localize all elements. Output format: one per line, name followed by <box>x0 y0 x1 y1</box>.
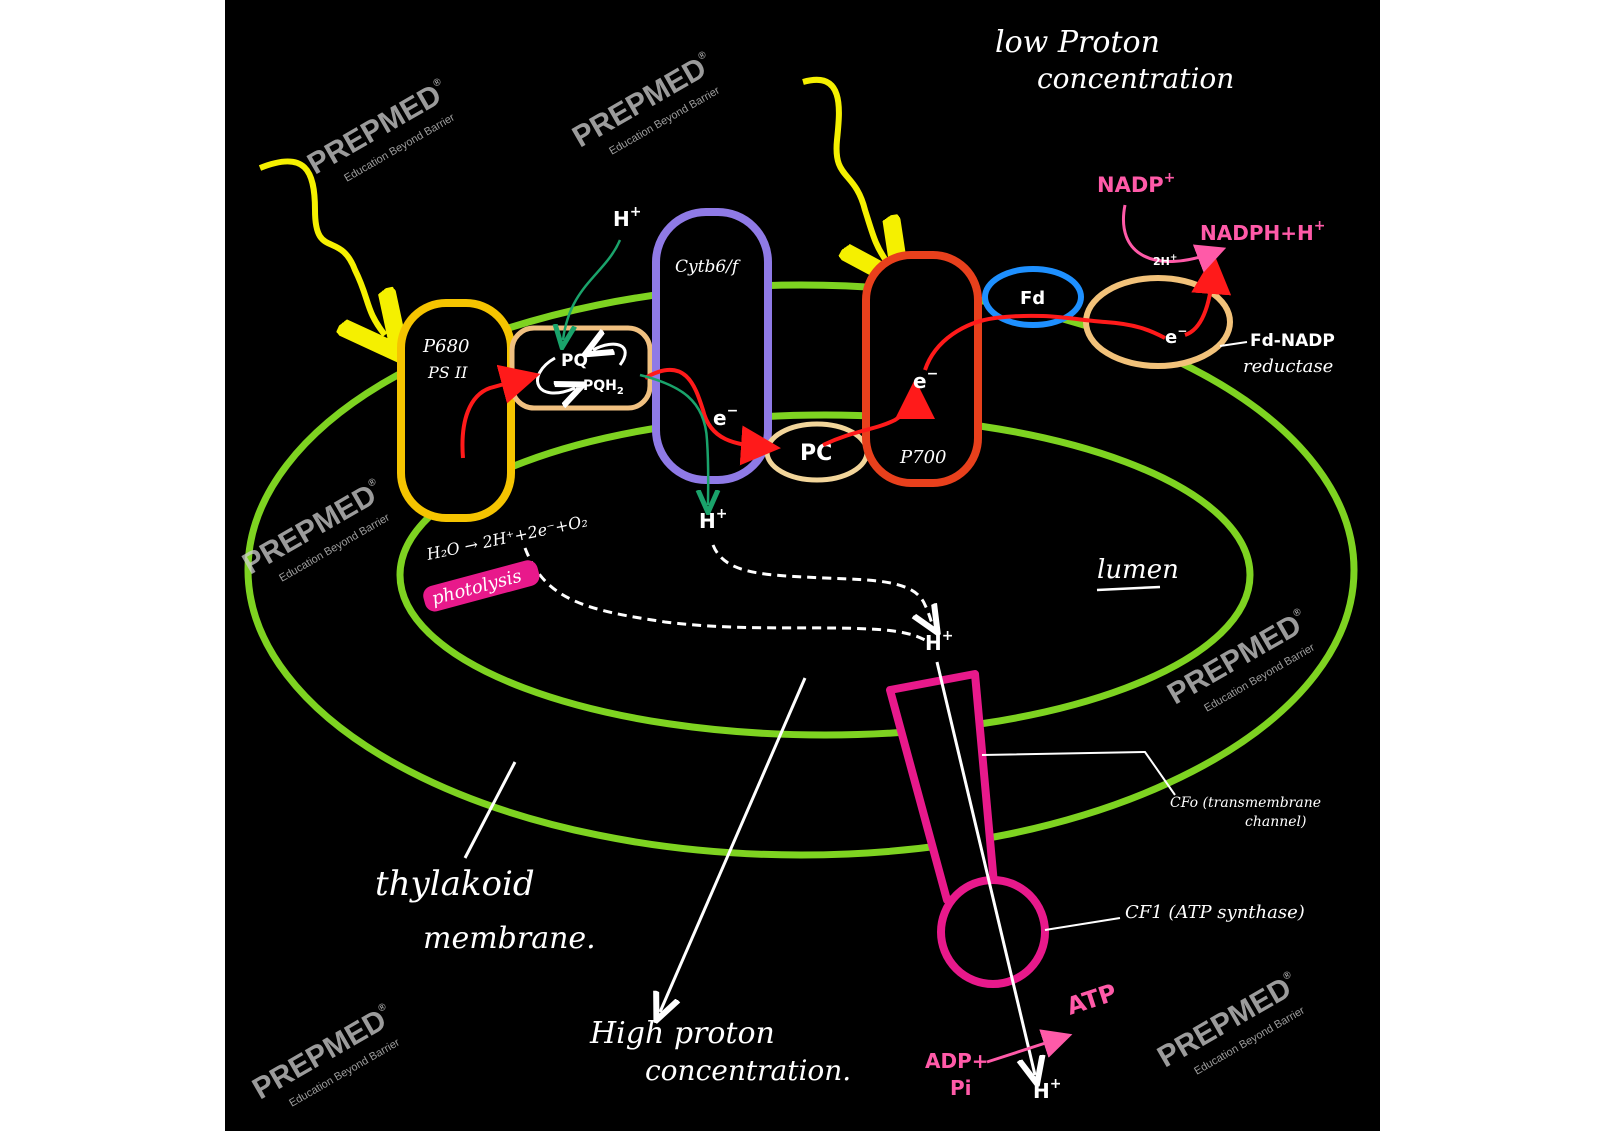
pi-label: Pi <box>950 1076 972 1100</box>
cytb6f-label: Cytb6/f <box>675 257 741 277</box>
cfo-leader-line <box>981 750 1176 796</box>
proton-flow-photolysis-to-synthase <box>523 547 926 642</box>
ps2-label-top: P680 <box>422 336 469 357</box>
fnr-label-top: Fd-NADP <box>1250 331 1335 351</box>
pq-cycle-arrow-top <box>593 344 627 366</box>
fd-label: Fd <box>1020 288 1045 309</box>
cf1-label: CF1 (ATP synthase) <box>1125 902 1305 923</box>
adp-label: ADP+ <box>925 1049 989 1073</box>
thylakoid-inner-membrane <box>396 411 1254 739</box>
high-proton-label-line2: concentration. <box>645 1054 851 1087</box>
electron-path-pqh2-to-cyt <box>644 367 781 466</box>
electron-label-p700: e− <box>913 366 938 393</box>
pq-label: PQ <box>561 351 588 371</box>
electron-path-ps2-to-pq <box>460 364 541 459</box>
photosystem-ii <box>397 299 515 522</box>
high-proton-label-line1: High proton <box>589 1016 775 1051</box>
h-plus-stroma-label: H+ <box>613 204 641 231</box>
thylakoid-label-line2: membrane. <box>423 921 596 956</box>
low-proton-label-line2: concentration <box>1037 62 1234 95</box>
watermark-4: PREPMED® Education Beyond Barrier <box>1162 606 1317 715</box>
p700-label: P700 <box>899 447 946 468</box>
cytochrome-b6f <box>652 208 772 484</box>
h-plus-lumen-cyt-label: H+ <box>699 506 727 533</box>
electron-path-p700-to-fnr <box>923 313 1166 371</box>
pqh2-label: PQH2 <box>583 378 624 397</box>
cfo-channel <box>886 670 999 904</box>
proton-flow-cyt-to-synthase <box>711 544 933 625</box>
sunlight-arrow-ps2 <box>258 158 385 335</box>
watermark-1: PREPMED® Education Beyond Barrier <box>302 76 457 185</box>
two-h-label: 2H+ <box>1153 253 1177 268</box>
high-proton-pointer-line <box>660 677 807 1012</box>
lumen-label: lumen <box>1097 555 1179 585</box>
watermark-5: PREPMED® Education Beyond Barrier <box>247 1001 402 1110</box>
proton-arrow-stroma-to-pq <box>563 239 622 340</box>
fnr-label-bottom: reductase <box>1243 356 1333 377</box>
cfo-label-line1: CFo (transmembrane <box>1170 795 1321 811</box>
h-plus-stroma-exit-label: H+ <box>1033 1076 1061 1103</box>
low-proton-label-line1: low Proton <box>995 25 1160 60</box>
ferredoxin <box>982 266 1084 328</box>
photosystem-i-p700 <box>862 251 982 487</box>
watermark-6: PREPMED® Education Beyond Barrier <box>1152 969 1307 1078</box>
nadp-plus-label: NADP+ <box>1097 170 1175 197</box>
thylakoid-diagram: P680 PS II PQ PQH2 Cytb6/f PC P700 Fd Fd… <box>237 25 1358 1110</box>
electron-label-cyt: e− <box>713 403 738 430</box>
lumen-underline <box>1096 585 1161 592</box>
fnr-leader-line <box>1219 341 1248 347</box>
ps2-label-bottom: PS II <box>427 363 468 382</box>
photolysis-tag: photolysis <box>423 560 540 612</box>
h-plus-synthase-entry-label: H+ <box>925 628 953 655</box>
atp-label: ATP <box>1063 978 1120 1020</box>
cf1-head <box>937 876 1049 988</box>
proton-channel-line <box>935 661 1035 1075</box>
cfo-label-line2: channel) <box>1245 814 1306 830</box>
atp-formation-arrow <box>986 1029 1073 1064</box>
thylakoid-outer-membrane <box>244 281 1358 859</box>
thylakoid-label-line1: thylakoid <box>375 864 535 904</box>
electron-path-pc-to-p700 <box>822 379 935 447</box>
nadph-label: NADPH+H+ <box>1200 218 1325 245</box>
electron-label-fnr: e− <box>1165 324 1187 348</box>
sunlight-arrow-ps1 <box>802 76 887 262</box>
proton-arrow-pqh2-to-lumen <box>639 373 708 505</box>
thylakoid-pointer-line <box>463 761 517 859</box>
electron-path-fnr-to-nadph <box>1184 254 1232 337</box>
watermark-2: PREPMED® Education Beyond Barrier <box>567 49 722 158</box>
cf1-leader-line <box>1044 917 1121 931</box>
nadp-reduction-arrow <box>1122 204 1227 273</box>
photolysis-label: photolysis <box>429 566 523 610</box>
diagram-canvas: P680 PS II PQ PQH2 Cytb6/f PC P700 Fd Fd… <box>225 0 1380 1131</box>
watermark-3: PREPMED® Education Beyond Barrier <box>237 476 392 585</box>
